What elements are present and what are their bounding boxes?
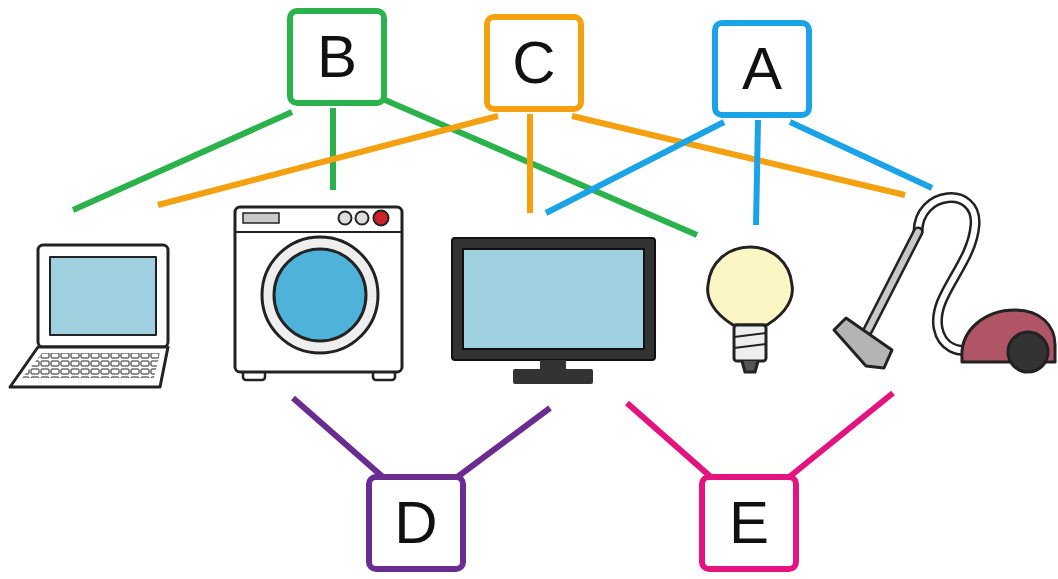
light-bulb-icon [708,247,793,372]
group-b-lines [73,100,697,235]
group-box: E [699,474,799,572]
group-letter: A [742,39,782,99]
group-letter: D [394,493,437,553]
group-e-lines [627,393,893,478]
laptop-icon [10,245,168,387]
television-icon [452,238,655,384]
group-c-lines [158,114,905,213]
leader-lines [73,100,932,478]
washing-machine-icon [235,207,402,380]
group-box: D [366,474,466,572]
vacuum-cleaner-icon [834,198,1055,372]
group-letter: B [317,27,357,87]
group-box: A [712,20,812,118]
group-a-lines [546,120,932,225]
group-d-lines [293,398,550,478]
group-box: B [287,8,387,106]
group-letter: C [512,33,555,93]
group-box: C [484,14,584,112]
group-letter: E [729,493,769,553]
